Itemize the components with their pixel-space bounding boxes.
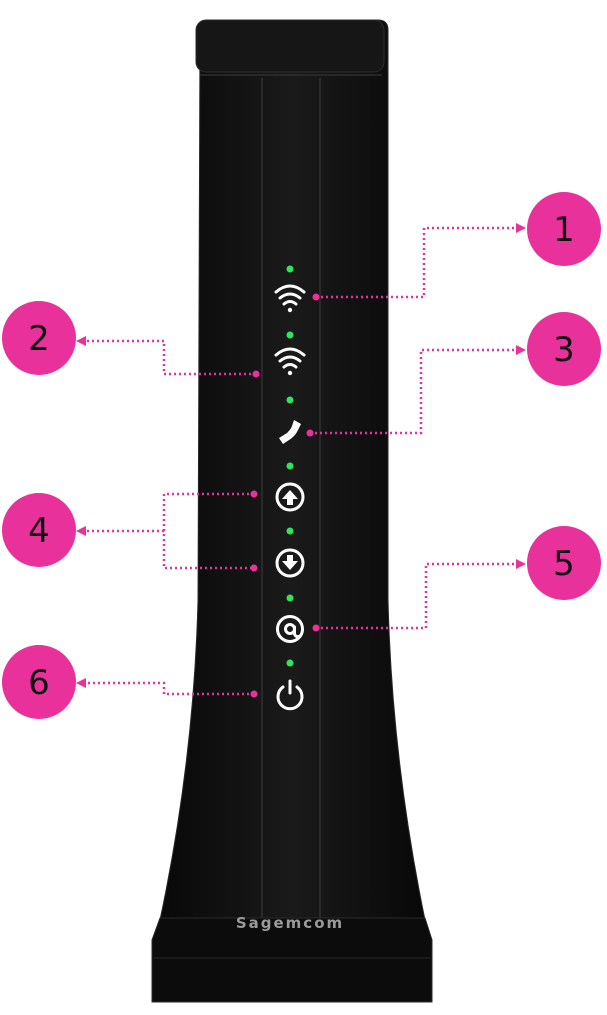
download-arrow-icon [275,548,305,578]
callout-4: 4 [2,493,76,567]
phone-icon [279,420,301,444]
router-top-cap [195,19,385,73]
connector-4 [86,492,254,570]
led-light [286,594,294,602]
callout-1: 1 [527,192,601,266]
upload-arrow-icon [275,482,305,512]
callout-6: 6 [2,645,76,719]
led-indicators [286,265,294,667]
led-light [286,396,294,404]
svg-text:6: 6 [28,663,50,703]
connector-5 [316,562,516,630]
router-base [151,917,433,1003]
callout-3: 3 [527,312,601,386]
connector-6 [86,681,254,696]
svg-text:3: 3 [553,330,575,370]
callout-2: 2 [2,301,76,375]
svg-text:2: 2 [28,319,50,359]
led-light [286,527,294,535]
brand-logo: Sagemcom [236,914,344,932]
svg-text:4: 4 [28,511,50,551]
callout-connectors [86,226,516,696]
led-light [286,659,294,667]
svg-text:1: 1 [553,210,575,250]
connector-2 [86,339,256,376]
power-icon [276,679,304,711]
led-light [286,265,294,273]
connector-3 [310,348,516,435]
svg-text:5: 5 [553,544,575,584]
connector-arrowheads [76,223,526,698]
callout-5: 5 [527,526,601,600]
wifi-icon [274,347,306,376]
at-sign-icon [276,615,304,643]
led-light [286,462,294,470]
router-body: Sagemcom [151,19,433,1003]
wifi-icon [274,284,306,313]
led-light [286,331,294,339]
